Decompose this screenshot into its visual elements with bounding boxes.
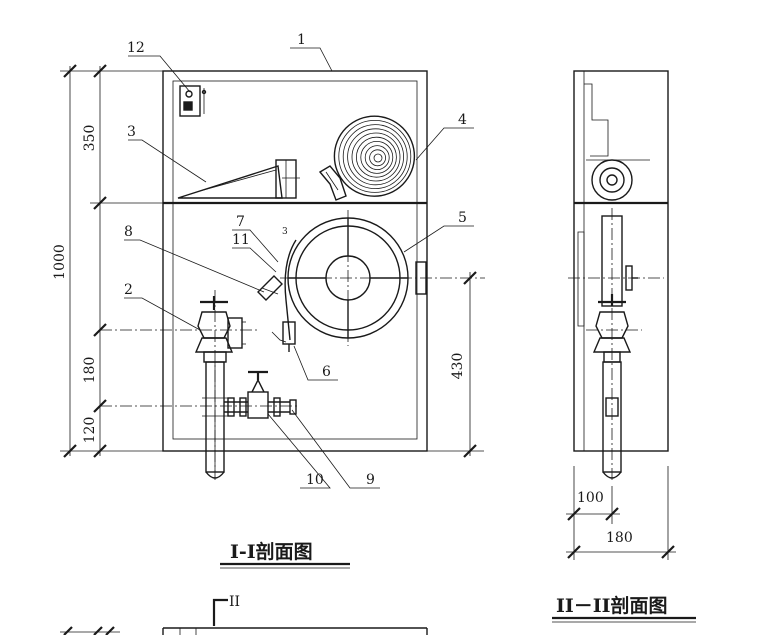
callout-3: 3 [127,124,136,140]
hose-coil-ring [351,132,401,182]
callout-7: 7 [236,214,245,230]
dim-1000: 1000 [52,244,68,280]
callout-2: 2 [124,282,133,298]
dim-430: 430 [450,353,466,380]
callout-10: 10 [306,472,324,488]
dim-180: 180 [82,357,98,384]
hose-coil-ring [342,124,408,190]
callout-4: 4 [458,112,467,128]
side-view: 100 180 II－II剖面图 [552,70,696,623]
minor-mark: 3 [282,227,288,237]
hose-coil-ring [369,149,387,167]
hose-coil-ring [355,136,397,178]
hose-coil-ring [360,140,394,174]
left-dimensions [60,64,163,458]
callout-6: 6 [322,364,331,380]
front-view: 1 12 3 4 5 7 11 8 2 6 10 9 3 350 1000 18 [52,32,485,569]
cabinet-inner-frame [172,80,418,440]
callout-11: 11 [232,232,250,248]
hose-coil-ring [338,119,412,193]
hose-nozzle [177,159,300,199]
callout-5: 5 [458,210,467,226]
coiled-hose [333,115,416,197]
branch-valve-assembly [224,370,297,419]
leader-lines [124,47,474,489]
right-dimension [427,271,484,458]
hose-coil-ring [373,153,383,163]
dim-180-side: 180 [606,530,633,546]
caption-side: II－II剖面图 [556,594,668,617]
small-hose-assembly [257,239,297,352]
callout-12: 12 [127,40,145,56]
hose-coil-ring [364,145,390,171]
cabinet-outer-frame [162,70,428,452]
callout-9: 9 [366,472,375,488]
section-marker: II [229,594,240,610]
hose-coil-ring [333,115,416,197]
side-hose-coil [591,159,633,201]
callout-1: 1 [297,32,306,48]
caption-front: I-I剖面图 [230,540,313,563]
callout-8: 8 [124,224,133,240]
dim-120: 120 [82,417,98,444]
hose-coil-ring [347,128,405,186]
lower-view-partial: II [60,594,428,635]
alarm-button-box [179,85,207,117]
dim-100: 100 [577,490,604,506]
dim-350: 350 [82,125,98,152]
hose-coupling [318,165,347,201]
